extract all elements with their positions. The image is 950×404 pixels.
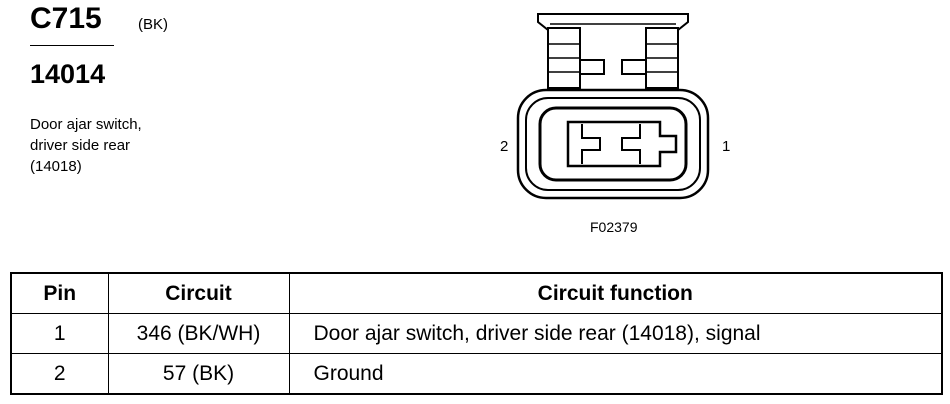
table-header-row: Pin Circuit Circuit function (10, 272, 943, 314)
terminal-cavity (566, 120, 678, 168)
circuit-function-cell: Ground (288, 353, 943, 395)
color-code: (BK) (138, 16, 168, 33)
pin-label-1: 1 (722, 138, 730, 155)
column-header-circuit: Circuit (107, 272, 290, 314)
column-header-circuit-function: Circuit function (288, 272, 943, 314)
connector-id: C715 (30, 2, 102, 35)
figure-id: F02379 (590, 219, 638, 235)
circuit-cell: 346 (BK/WH) (107, 313, 290, 354)
pin-cell: 2 (10, 353, 109, 395)
pin-label-2: 2 (500, 138, 508, 155)
part-number: 14014 (30, 59, 106, 89)
connector-latch (537, 13, 689, 89)
pin-table: Pin Circuit Circuit function 1 346 (BK/W… (10, 272, 943, 395)
connector-diagram: 2 1 F02379 (500, 13, 730, 235)
table-row: 1 346 (BK/WH) Door ajar switch, driver s… (10, 313, 943, 354)
circuit-function-cell: Door ajar switch, driver side rear (1401… (288, 313, 943, 354)
description-line: (14018) (30, 158, 82, 175)
connector-id-underline (30, 45, 114, 46)
description-line: driver side rear (30, 137, 131, 154)
column-header-pin: Pin (10, 272, 109, 314)
table-row: 2 57 (BK) Ground (10, 353, 943, 395)
description-line: Door ajar switch, (30, 116, 142, 133)
circuit-cell: 57 (BK) (107, 353, 290, 395)
pin-cell: 1 (10, 313, 109, 354)
description: Door ajar switch, driver side rear (1401… (30, 114, 142, 177)
connector-housing (516, 88, 710, 200)
